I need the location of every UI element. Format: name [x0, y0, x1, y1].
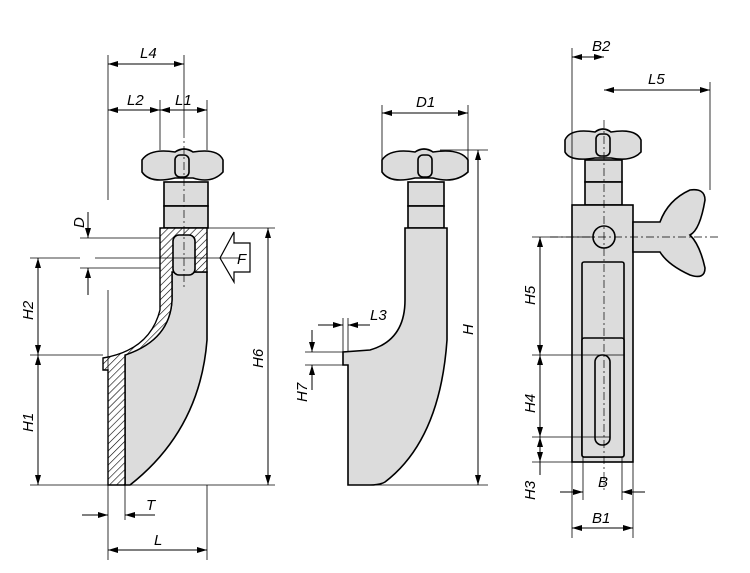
- threaded-bolt: [407, 181, 445, 207]
- label-L3: L3: [370, 307, 387, 324]
- threaded-bolt: [163, 181, 209, 207]
- side-wing-knob: [632, 188, 706, 278]
- label-H: H: [460, 324, 477, 335]
- label-L2: L2: [127, 92, 144, 109]
- side-view: D1 L3 H7 H: [294, 94, 488, 486]
- label-B1: B1: [592, 510, 610, 527]
- clamp-body: [342, 227, 448, 486]
- label-B2: B2: [592, 38, 611, 55]
- label-H5: H5: [522, 285, 539, 305]
- threaded-bolt: [584, 159, 623, 183]
- label-L5: L5: [648, 71, 665, 88]
- label-H6: H6: [250, 348, 267, 368]
- label-H7: H7: [294, 382, 311, 402]
- label-H2: H2: [20, 300, 37, 320]
- knob-hub: [417, 154, 433, 178]
- label-L: L: [154, 532, 162, 549]
- knob-hub: [595, 133, 611, 157]
- label-T: T: [146, 497, 157, 514]
- label-H1: H1: [20, 413, 37, 432]
- knob-hub: [174, 154, 190, 178]
- hex-nut: [163, 205, 209, 229]
- label-H4: H4: [522, 394, 539, 413]
- hex-nut: [407, 205, 445, 229]
- label-F: F: [237, 251, 247, 268]
- slot: [594, 354, 611, 446]
- label-H3: H3: [522, 480, 539, 500]
- label-D: D: [71, 217, 88, 228]
- front-view: B2 L5 H5 H4 H3 B B1: [522, 38, 720, 538]
- section-view: F L4 L2 L1 D H2 H1 H6 T L: [20, 45, 275, 560]
- label-L4: L4: [140, 45, 157, 62]
- label-B: B: [598, 474, 608, 491]
- force-arrow-icon: [219, 231, 251, 285]
- label-D1: D1: [416, 94, 435, 111]
- label-L1: L1: [175, 92, 192, 109]
- hex-nut: [584, 181, 623, 206]
